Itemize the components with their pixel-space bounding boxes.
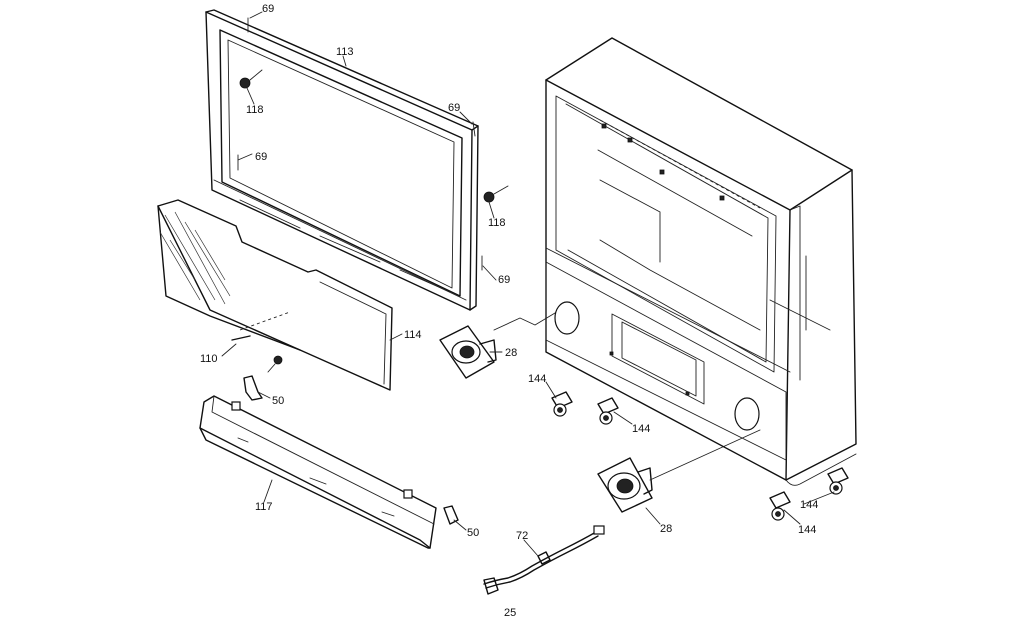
callout-69-mid-left: 69 — [255, 151, 267, 163]
cable-72 — [483, 525, 605, 595]
callout-144-b: 144 — [632, 423, 650, 435]
callout-28-upper: 28 — [505, 347, 517, 359]
speaker-28-upper — [439, 309, 561, 379]
page-number: 25 — [504, 607, 516, 619]
callout-144-c: 144 — [800, 499, 818, 511]
callout-118-right: 118 — [488, 217, 506, 229]
callout-144-d: 144 — [798, 524, 816, 536]
cabinet — [545, 37, 857, 486]
caster-144-a — [551, 391, 573, 417]
callout-144-a: 144 — [528, 373, 546, 385]
callout-labels: 69 113 118 69 69 118 69 114 110 50 117 5… — [200, 3, 818, 619]
callout-117: 117 — [255, 501, 273, 513]
callout-69-top: 69 — [262, 3, 274, 15]
leader-lines — [221, 11, 835, 557]
callout-114: 114 — [404, 329, 422, 341]
callout-113: 113 — [336, 46, 354, 58]
callout-69-lower: 69 — [498, 274, 510, 286]
caster-144-b — [597, 397, 619, 425]
callout-50-lower: 50 — [467, 527, 479, 539]
speaker-grille-114 — [157, 199, 393, 391]
callout-110: 110 — [200, 353, 218, 365]
callout-50-upper: 50 — [272, 395, 284, 407]
bracket-50-lower — [443, 505, 459, 525]
callout-28-lower: 28 — [660, 523, 672, 535]
callout-118-left: 118 — [246, 104, 264, 116]
caster-144-d — [769, 491, 791, 521]
bracket-50-upper — [243, 355, 283, 401]
speaker-28-lower — [597, 429, 761, 513]
callout-72: 72 — [516, 530, 528, 542]
callout-69-right: 69 — [448, 102, 460, 114]
front-panel-117 — [199, 395, 437, 549]
front-frame-113 — [205, 9, 509, 311]
caster-144-c — [827, 467, 849, 495]
